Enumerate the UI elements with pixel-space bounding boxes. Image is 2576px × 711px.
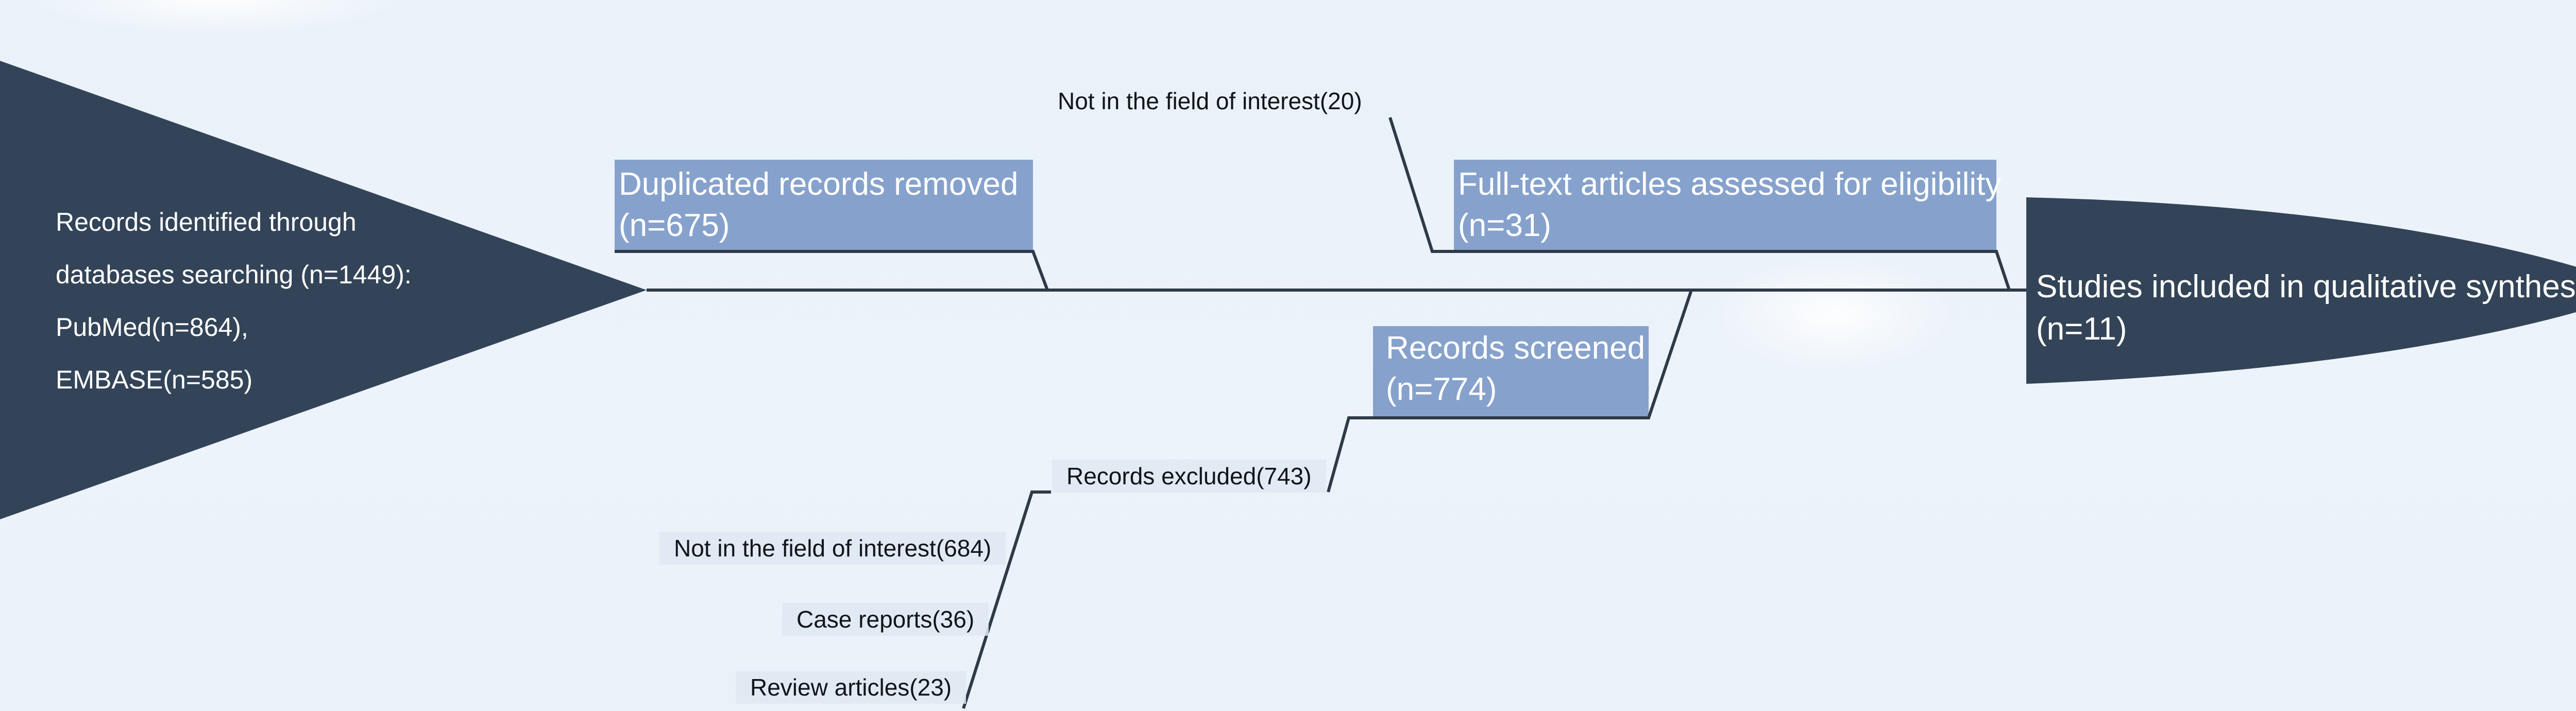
end-node-shape: [2026, 197, 2576, 384]
end-node-text: Studies included in qualitative synthesi…: [2036, 266, 2576, 350]
reasons-connector: [962, 490, 1051, 709]
duplicated-title: Duplicated records removed: [619, 166, 1019, 202]
duplicated-connector: [615, 250, 1049, 291]
start-node-line-4: EMBASE(n=585): [56, 365, 253, 394]
reason-field-label: Not in the field of interest(684): [659, 532, 1006, 565]
screened-box: [1373, 326, 1649, 418]
duplicated-box: [615, 160, 1033, 251]
screened-connector: [1373, 290, 1693, 419]
start-node-shape: [0, 61, 647, 519]
screened-box-text: Records screened (n=774): [1382, 328, 1645, 410]
reason-case-label: Case reports(36): [782, 603, 989, 636]
start-node-line-3: PubMed(n=864),: [56, 313, 248, 342]
records-excluded-label: Records excluded(743): [1052, 460, 1326, 493]
duplicated-count: (n=675): [619, 208, 730, 243]
background-glow: [1716, 258, 1953, 371]
fulltext-title: Full-text articles assessed for eligibil…: [1458, 166, 2002, 202]
fulltext-count: (n=31): [1458, 208, 1551, 243]
reason-review-label: Review articles(23): [736, 671, 967, 704]
screened-title: Records screened: [1386, 330, 1646, 366]
background-glow-top: [21, 0, 412, 36]
screened-count: (n=774): [1386, 371, 1497, 407]
duplicated-box-text: Duplicated records removed (n=675): [615, 164, 1018, 246]
fulltext-connector: [1454, 250, 2011, 291]
start-node-line-2: databases searching (n=1449):: [56, 260, 412, 289]
fulltext-box: [1454, 160, 1996, 251]
start-node-line-1: Records identified through: [56, 208, 357, 236]
records-excluded-connector: [1327, 416, 1373, 493]
fulltext-excluded-label: Not in the field of interest(20): [1058, 88, 1362, 114]
fulltext-box-text: Full-text articles assessed for eligibil…: [1454, 164, 2001, 246]
fulltext-excluded-connector: [1388, 117, 1454, 253]
start-node-text: Records identified through databases sea…: [56, 196, 412, 406]
end-node-count: (n=11): [2036, 311, 2127, 347]
end-node-title: Studies included in qualitative synthesi…: [2036, 269, 2576, 304]
